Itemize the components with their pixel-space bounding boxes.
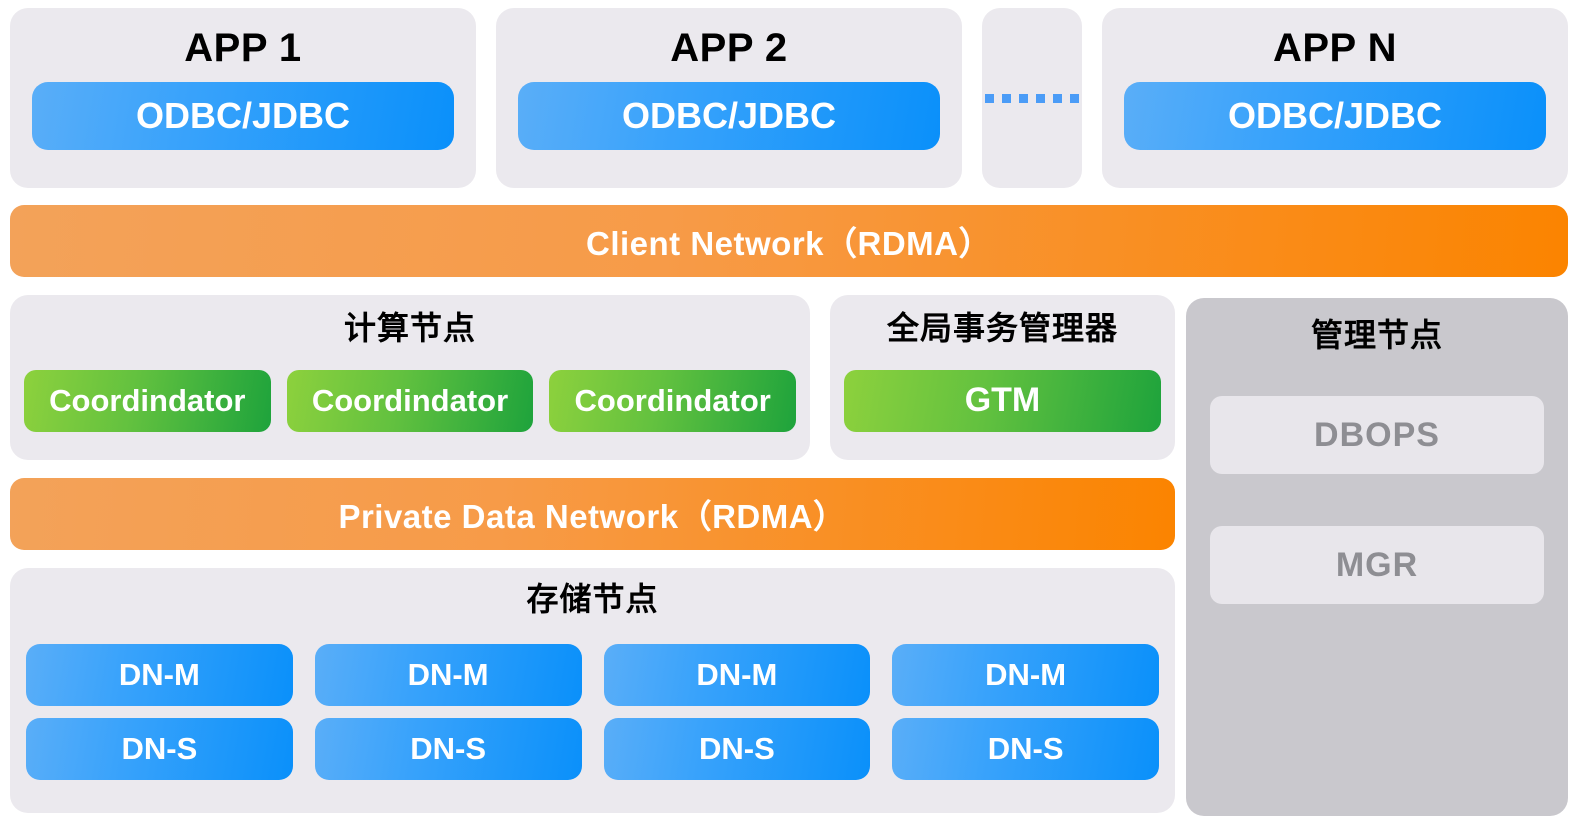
data-node-slave-1[interactable]: DN-S xyxy=(26,717,293,780)
compute-node-title: 计算节点 xyxy=(343,310,476,346)
application-layer: APP 1 ODBC/JDBC APP 2 ODBC/JDBC APP N OD… xyxy=(10,8,1568,188)
odbc-jdbc-connector-2[interactable]: ODBC/JDBC xyxy=(518,82,940,150)
odbc-jdbc-connector-n[interactable]: ODBC/JDBC xyxy=(1124,82,1546,150)
gtm-node[interactable]: GTM xyxy=(844,369,1161,432)
storage-node-title: 存储节点 xyxy=(526,581,659,617)
storage-node-grid: DN-M DN-S DN-M DN-S DN-M DN-S DN-M DN-S xyxy=(26,628,1159,795)
coordinator-node-3[interactable]: Coordindator xyxy=(549,369,797,432)
data-node-slave-3[interactable]: DN-S xyxy=(603,717,871,780)
coordinator-list: Coordindator Coordindator Coordindator xyxy=(24,357,797,444)
ellipsis-dots-icon xyxy=(985,93,1079,103)
storage-node-group: 存储节点 DN-M DN-S DN-M DN-S DN-M DN-S DN-M … xyxy=(10,568,1175,813)
gtm-list: GTM xyxy=(844,357,1161,444)
data-node-master-3[interactable]: DN-M xyxy=(603,643,871,706)
coordinator-node-1[interactable]: Coordindator xyxy=(24,369,271,432)
management-item-dbops[interactable]: DBOPS xyxy=(1210,396,1544,475)
private-data-network-bar: Private Data Network（RDMA） xyxy=(10,478,1175,550)
compute-node-group: 计算节点 Coordindator Coordindator Coordinda… xyxy=(10,295,810,460)
app-title: APP 1 xyxy=(184,26,302,70)
storage-column-1: DN-M DN-S xyxy=(26,643,293,780)
management-node-panel: 管理节点 DBOPS MGR xyxy=(1186,298,1568,816)
data-node-slave-4[interactable]: DN-S xyxy=(892,717,1159,780)
management-node-title: 管理节点 xyxy=(1310,317,1443,353)
coordinator-node-2[interactable]: Coordindator xyxy=(286,369,534,432)
gtm-group-title: 全局事务管理器 xyxy=(886,310,1118,346)
app-ellipsis-card xyxy=(982,8,1082,188)
app-card-n[interactable]: APP N ODBC/JDBC xyxy=(1102,8,1568,188)
data-node-master-2[interactable]: DN-M xyxy=(314,643,582,706)
app-title: APP 2 xyxy=(670,26,788,70)
gtm-node-group: 全局事务管理器 GTM xyxy=(830,295,1175,460)
client-network-bar: Client Network（RDMA） xyxy=(10,205,1568,277)
data-node-master-1[interactable]: DN-M xyxy=(26,643,293,706)
data-node-master-4[interactable]: DN-M xyxy=(892,643,1159,706)
storage-column-2: DN-M DN-S xyxy=(314,643,582,780)
data-node-slave-2[interactable]: DN-S xyxy=(314,717,582,780)
compute-and-gtm-layer: 计算节点 Coordindator Coordindator Coordinda… xyxy=(10,295,1568,460)
app-card-2[interactable]: APP 2 ODBC/JDBC xyxy=(496,8,962,188)
app-title: APP N xyxy=(1272,26,1398,70)
app-card-1[interactable]: APP 1 ODBC/JDBC xyxy=(10,8,476,188)
storage-column-3: DN-M DN-S xyxy=(603,643,871,780)
odbc-jdbc-connector-1[interactable]: ODBC/JDBC xyxy=(32,82,454,150)
management-item-mgr[interactable]: MGR xyxy=(1210,526,1544,605)
storage-column-4: DN-M DN-S xyxy=(892,643,1159,780)
